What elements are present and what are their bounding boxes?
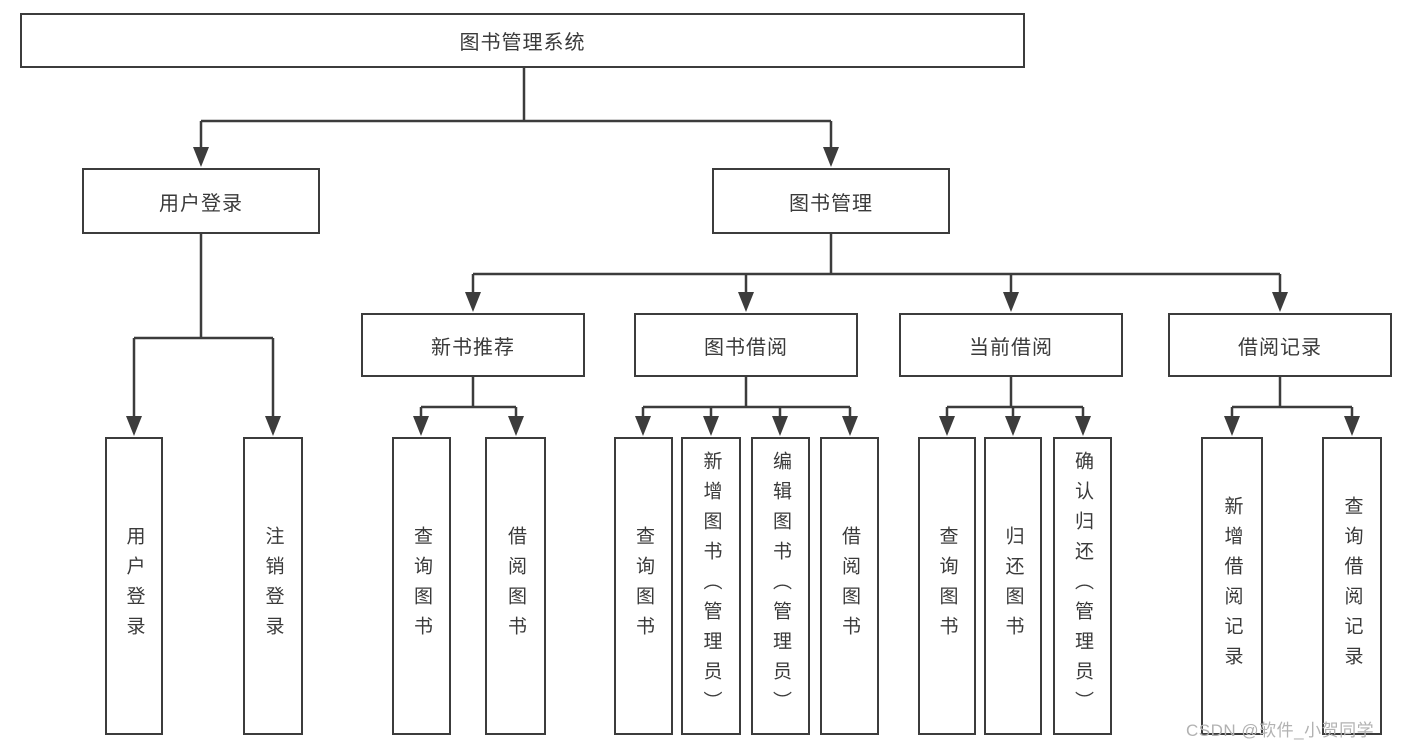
leaf-borrow-books-recommend: 借阅图书 (485, 437, 546, 735)
node-label: 编辑图书（管理员） (770, 451, 791, 721)
node-book-management: 图书管理 (712, 168, 950, 234)
leaf-logout: 注销登录 (243, 437, 303, 735)
node-label: 图书管理 (789, 192, 873, 215)
node-label: 确认归还（管理员） (1072, 451, 1093, 721)
node-label: 用户登录 (123, 526, 145, 646)
node-label: 新书推荐 (431, 336, 515, 359)
node-label: 借阅记录 (1238, 336, 1322, 359)
leaf-return-books: 归还图书 (984, 437, 1042, 735)
node-user-login: 用户登录 (82, 168, 320, 234)
node-label: 查询图书 (411, 526, 432, 646)
node-label: 图书管理系统 (459, 32, 586, 54)
node-label: 图书借阅 (704, 336, 788, 359)
node-label: 查询图书 (936, 526, 958, 646)
leaf-borrow-books: 借阅图书 (820, 437, 879, 735)
leaf-add-borrow-record: 新增借阅记录 (1201, 437, 1263, 735)
node-root-system: 图书管理系统 (20, 13, 1025, 68)
node-label: 新增图书（管理员） (700, 451, 722, 721)
leaf-edit-book-admin: 编辑图书（管理员） (751, 437, 810, 735)
leaf-confirm-return-admin: 确认归还（管理员） (1053, 437, 1112, 735)
node-label: 归还图书 (1002, 526, 1024, 646)
leaf-query-books-recommend: 查询图书 (392, 437, 451, 735)
node-label: 借阅图书 (839, 526, 860, 646)
leaf-query-borrow-record: 查询借阅记录 (1322, 437, 1382, 735)
node-label: 注销登录 (262, 526, 284, 646)
node-borrow-records: 借阅记录 (1168, 313, 1392, 377)
node-label: 当前借阅 (969, 336, 1053, 359)
leaf-query-books-current: 查询图书 (918, 437, 976, 735)
node-label: 借阅图书 (505, 526, 526, 646)
leaf-query-books-borrowing: 查询图书 (614, 437, 673, 735)
node-current-borrowing: 当前借阅 (899, 313, 1123, 377)
leaf-add-book-admin: 新增图书（管理员） (681, 437, 741, 735)
node-label: 查询图书 (633, 526, 654, 646)
node-new-book-recommend: 新书推荐 (361, 313, 585, 377)
csdn-watermark: CSDN @软件_小贺同学 (1186, 721, 1375, 740)
leaf-user-login: 用户登录 (105, 437, 163, 735)
node-label: 用户登录 (159, 192, 243, 215)
node-label: 新增借阅记录 (1221, 496, 1243, 676)
node-label: 查询借阅记录 (1341, 496, 1363, 676)
node-book-borrowing: 图书借阅 (634, 313, 858, 377)
